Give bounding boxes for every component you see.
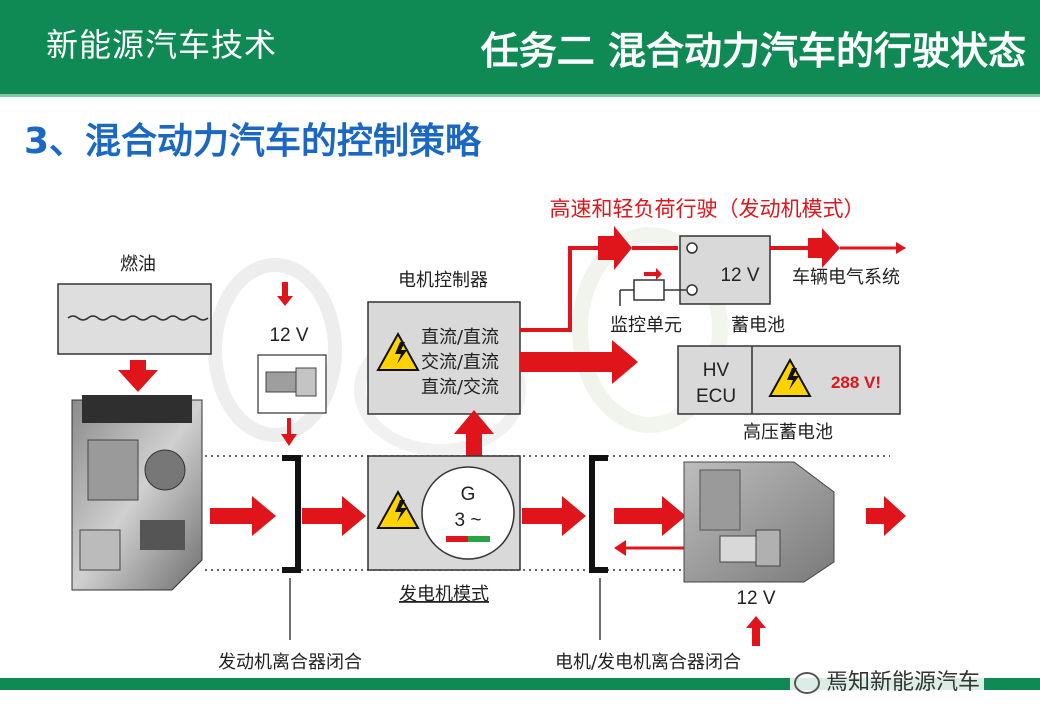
- gearbox-voltage: 12 V: [736, 588, 775, 609]
- watermark: 焉知新能源汽车: [790, 664, 985, 696]
- vehicle-system-arrow: [808, 228, 840, 268]
- hv-battery-label: 高压蓄电池: [743, 422, 833, 443]
- engine-illustration: [71, 395, 203, 591]
- hv-voltage: 288 V!: [831, 373, 881, 392]
- starter-voltage-arrow: [277, 282, 293, 306]
- gearbox-voltage-arrow: [746, 616, 766, 646]
- starter-arrow-down: [281, 418, 297, 446]
- gearbox-output-arrow: [866, 496, 906, 536]
- generator-mode-label: 发电机模式: [399, 584, 489, 605]
- generator-to-clutch-arrow: [522, 496, 586, 536]
- generator-g: G: [461, 484, 476, 505]
- monitor-unit-symbol: [619, 268, 686, 306]
- generator-phase: 3 ~: [455, 510, 482, 531]
- fuel-label: 燃油: [120, 254, 156, 275]
- starter-voltage: 12 V: [269, 325, 308, 346]
- controller-to-battery-line: [520, 246, 610, 332]
- monitor-unit-label: 监控单元: [610, 315, 682, 336]
- header-bar: 新能源汽车技术 任务二 混合动力汽车的行驶状态: [0, 0, 1040, 94]
- course-title: 新能源汽车技术: [46, 26, 278, 64]
- engine-output-arrow: [210, 496, 276, 536]
- vehicle-electrical-label: 车辆电气系统: [792, 267, 900, 288]
- starter-motor-icon: [265, 367, 317, 397]
- header-divider: [0, 94, 1040, 97]
- motor-clutch: [589, 455, 608, 573]
- engine-clutch: [282, 455, 301, 573]
- battery-feed-arrow: [598, 226, 632, 270]
- clutch-to-gearbox-arrow: [614, 496, 686, 536]
- vehicle-system-tip: [896, 242, 906, 254]
- section-title: 3、混合动力汽车的控制策略: [24, 121, 482, 162]
- generator-to-controller-arrow: [454, 410, 494, 456]
- generator-pole-green: [468, 536, 490, 542]
- motor-controller-label: 电机控制器: [398, 270, 488, 291]
- converter-line-3: 直流/交流: [421, 377, 499, 398]
- fuel-arrow: [118, 360, 158, 392]
- battery-terminal-bottom: [686, 284, 698, 296]
- watermark-text: 焉知新能源汽车: [826, 670, 981, 695]
- battery-voltage: 12 V: [720, 265, 759, 286]
- converter-line-2: 交流/直流: [421, 352, 499, 373]
- battery-terminal-top: [686, 242, 698, 254]
- gearbox-return-tip: [614, 540, 626, 556]
- gearbox-illustration: [683, 461, 835, 583]
- mode-title: 高速和轻负荷行驶（发动机模式）: [550, 197, 865, 221]
- motor-clutch-label: 电机/发电机离合器闭合: [555, 652, 741, 673]
- hv-ecu-line-1: HV: [703, 360, 730, 381]
- hv-warning-icon: [768, 357, 812, 397]
- hv-ecu-line-2: ECU: [696, 386, 736, 407]
- task-title: 任务二 混合动力汽车的行驶状态: [480, 29, 1026, 73]
- battery-label: 蓄电池: [731, 315, 785, 336]
- engine-clutch-label: 发动机离合器闭合: [218, 652, 362, 673]
- fuel-level-wave: [67, 315, 209, 321]
- generator-warning-icon: [376, 489, 420, 529]
- wechat-icon: [794, 672, 820, 694]
- generator-symbol: [421, 466, 515, 560]
- footer-bar: [0, 678, 1040, 690]
- warning-icon: [376, 331, 420, 371]
- controller-to-hv-arrow: [520, 340, 638, 384]
- generator-pole-red: [446, 536, 468, 542]
- converter-line-1: 直流/直流: [421, 327, 499, 348]
- clutch-to-generator-arrow: [302, 496, 366, 536]
